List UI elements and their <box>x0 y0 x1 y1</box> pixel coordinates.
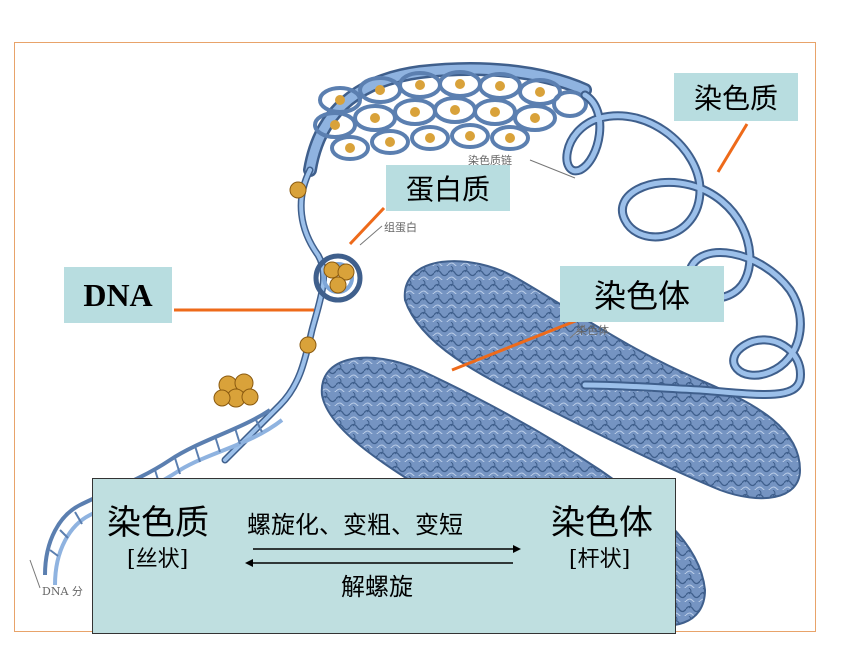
double-arrow <box>245 545 521 567</box>
pointer-chromatin <box>716 123 749 173</box>
forward-arrow-head <box>513 545 521 553</box>
tiny-chromatin-chain-label: 染色质链 <box>468 154 512 167</box>
chromosome-label: 染色体 <box>560 266 724 322</box>
tiny-dna-label: DNA 分 <box>42 585 83 598</box>
reverse-arrow-head <box>245 559 253 567</box>
left-shape: [丝状] <box>127 547 189 572</box>
pointer-chromosome <box>451 316 584 372</box>
tiny-histone-label: 组蛋白 <box>384 221 417 234</box>
nucleosome-beads <box>213 181 355 408</box>
conversion-panel: 染色质 [丝状] 螺旋化、变粗、变短 解螺旋 染色体 [杆状] <box>92 478 676 634</box>
tiny-pointer-lines <box>29 159 586 589</box>
nucleosome-strand <box>221 166 363 464</box>
chromatin-strand-spiral <box>562 90 805 399</box>
forward-process: 螺旋化、变粗、变短 <box>247 511 463 539</box>
reverse-process: 解螺旋 <box>341 573 413 601</box>
left-term: 染色质 <box>107 503 209 543</box>
pointer-protein <box>348 206 386 246</box>
tiny-chromosome-label: 染色体 <box>576 324 609 337</box>
pointer-lines <box>174 123 749 372</box>
dna-label: DNA <box>64 267 172 323</box>
right-term: 染色体 <box>551 503 653 543</box>
chromatin-label: 染色质 <box>674 73 798 121</box>
chromatin-fiber-coil <box>303 62 592 177</box>
right-shape: [杆状] <box>569 547 631 572</box>
protein-label: 蛋白质 <box>386 165 510 211</box>
